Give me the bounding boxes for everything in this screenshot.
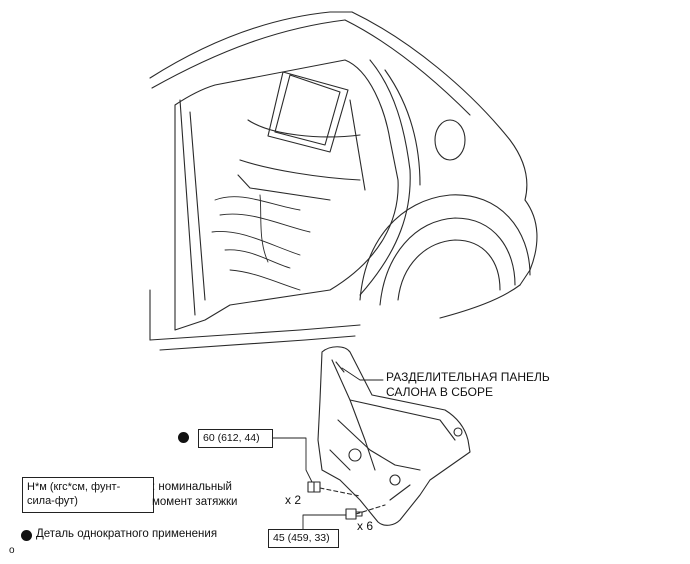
legend-units-line2: сила-фут) <box>27 495 78 507</box>
rear-door-edge <box>359 59 421 296</box>
door-opening <box>174 59 399 331</box>
seat-cushion <box>211 194 311 291</box>
partition-panel-part <box>317 346 471 526</box>
legend-units-box: Н*м (кгс*см, фунт- сила-фут) <box>22 477 154 513</box>
bolt-upper <box>307 481 321 493</box>
rear-window <box>237 71 366 201</box>
fastener-paths <box>319 487 386 515</box>
part-name-line2: САЛОНА В СБОРЕ <box>386 385 493 399</box>
rear-wheel <box>359 194 531 306</box>
bolt-lower <box>345 508 363 520</box>
legend-non-reusable: Деталь однократного применения <box>36 528 218 540</box>
fuel-door <box>434 119 466 161</box>
figure-id: o <box>9 545 15 556</box>
qty-lower: x 6 <box>357 519 374 533</box>
car-body <box>149 11 538 351</box>
filled-circle-icon <box>21 530 32 541</box>
legend-units-line1: Н*м (кгс*см, фунт- <box>27 481 121 493</box>
torque-box-upper: 60 (612, 44) <box>198 429 273 448</box>
part-name-line1: РАЗДЕЛИТЕЛЬНАЯ ПАНЕЛЬ <box>386 370 550 384</box>
qty-upper: x 2 <box>285 493 302 507</box>
legend-torque-desc-line2: момент затяжки <box>152 496 238 508</box>
legend-torque-desc-line1: : номинальный <box>152 481 232 493</box>
torque-box-lower: 45 (459, 33) <box>268 529 339 548</box>
filled-circle-icon <box>178 432 189 443</box>
leader-lines <box>272 367 384 531</box>
